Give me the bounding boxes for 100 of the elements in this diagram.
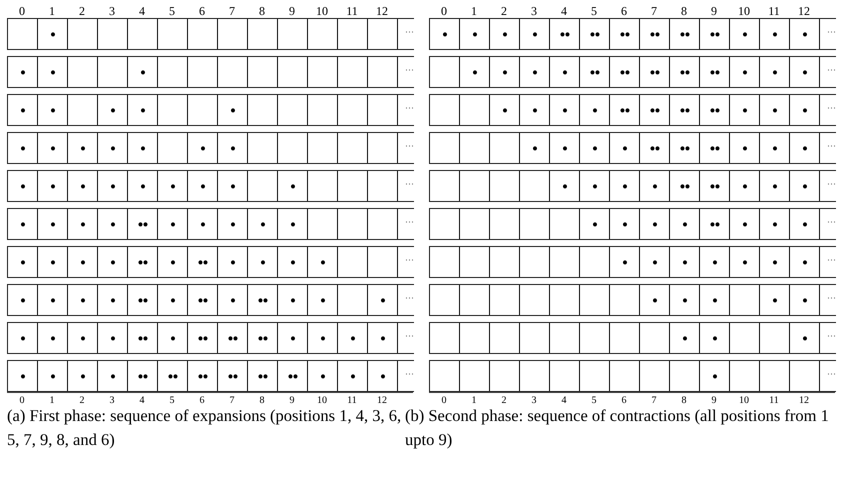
dot-marks: •: [80, 216, 85, 232]
dot-marks: •: [50, 140, 55, 156]
dot-marks: ••: [168, 368, 178, 384]
dot-marks: ••: [198, 330, 208, 346]
dot-marks: ••: [650, 64, 660, 80]
ellipsis: ···: [405, 370, 414, 379]
column-number: 2: [78, 5, 86, 17]
dot-marks: •: [772, 102, 777, 118]
ellipsis: ···: [827, 180, 836, 189]
dot-marks: •: [592, 140, 597, 156]
dot-marks: •: [802, 178, 807, 194]
dot-marks: •: [472, 64, 477, 80]
dot-marks: •: [802, 254, 807, 270]
column-number: 9: [288, 5, 296, 17]
column-number: 9: [710, 5, 718, 17]
dot-marks: •: [260, 254, 265, 270]
column-number: 1: [48, 396, 56, 406]
dot-marks: ••: [710, 64, 720, 80]
dot-marks: ••: [258, 330, 268, 346]
dot-marks: •: [20, 254, 25, 270]
dot-marks: •: [532, 26, 537, 42]
column-number: 7: [228, 5, 236, 17]
dot-marks: •: [532, 64, 537, 80]
dot-marks: •: [290, 216, 295, 232]
dot-marks: •: [20, 292, 25, 308]
dot-marks: •: [742, 64, 747, 80]
figure-caption: (b) Second phase: sequence of contractions (all positions from 1 upto 9): [405, 405, 830, 451]
column-number: 11: [346, 396, 358, 406]
dot-marks: •: [80, 254, 85, 270]
dot-marks: •: [140, 178, 145, 194]
column-number: 1: [48, 5, 56, 17]
dot-marks: •: [622, 178, 627, 194]
dot-marks: ••: [228, 330, 238, 346]
dot-marks: ••: [288, 368, 298, 384]
column-number: 12: [798, 396, 810, 406]
dot-marks: ••: [620, 102, 630, 118]
dot-marks: •: [742, 216, 747, 232]
column-number: 11: [768, 396, 780, 406]
dot-marks: ••: [560, 26, 570, 42]
dot-marks: •: [622, 254, 627, 270]
dot-marks: •: [742, 26, 747, 42]
dot-marks: •: [652, 254, 657, 270]
dot-marks: •: [110, 368, 115, 384]
dot-marks: •: [802, 26, 807, 42]
dot-marks: •: [320, 330, 325, 346]
dot-marks: •: [20, 178, 25, 194]
dot-marks: •: [562, 102, 567, 118]
dot-marks: •: [170, 254, 175, 270]
dot-marks: ••: [680, 64, 690, 80]
dot-marks: •: [80, 368, 85, 384]
dot-marks: ••: [710, 178, 720, 194]
dot-marks: •: [20, 64, 25, 80]
column-number: 6: [620, 5, 628, 17]
dot-marks: •: [50, 178, 55, 194]
dot-marks: ••: [228, 368, 238, 384]
dot-marks: ••: [138, 368, 148, 384]
dot-marks: •: [20, 102, 25, 118]
ellipsis: ···: [827, 28, 836, 37]
ellipsis: ···: [827, 370, 836, 379]
dot-marks: •: [592, 102, 597, 118]
ellipsis: ···: [405, 28, 414, 37]
dot-marks: •: [532, 140, 537, 156]
dot-marks: •: [380, 330, 385, 346]
column-number: 7: [650, 5, 658, 17]
column-number: 12: [797, 5, 811, 17]
dot-marks: •: [532, 102, 537, 118]
dot-marks: •: [772, 178, 777, 194]
dot-marks: •: [290, 178, 295, 194]
dot-marks: •: [622, 140, 627, 156]
dot-marks: •: [140, 102, 145, 118]
dot-marks: •: [80, 292, 85, 308]
ellipsis: ···: [405, 256, 414, 265]
dot-marks: ••: [650, 102, 660, 118]
column-number: 8: [680, 5, 688, 17]
dot-marks: •: [502, 26, 507, 42]
dot-marks: ••: [680, 102, 690, 118]
dot-marks: ••: [590, 26, 600, 42]
dot-marks: •: [110, 102, 115, 118]
ellipsis: ···: [405, 218, 414, 227]
column-number: 4: [138, 5, 146, 17]
ellipsis: ···: [405, 294, 414, 303]
dot-marks: •: [320, 292, 325, 308]
dot-marks: •: [230, 140, 235, 156]
column-number: 0: [440, 5, 448, 17]
column-number: 3: [108, 5, 116, 17]
column-number: 10: [315, 5, 329, 17]
column-number: 7: [650, 396, 658, 406]
dot-marks: •: [50, 26, 55, 42]
dot-marks: ••: [198, 368, 208, 384]
column-number: 4: [138, 396, 146, 406]
column-number: 2: [78, 396, 86, 406]
dot-marks: •: [802, 292, 807, 308]
dot-marks: •: [80, 330, 85, 346]
dot-marks: ••: [198, 292, 208, 308]
dot-marks: •: [50, 64, 55, 80]
dot-marks: •: [592, 216, 597, 232]
dot-marks: •: [772, 26, 777, 42]
dot-marks: •: [712, 254, 717, 270]
dot-marks: •: [20, 368, 25, 384]
dot-marks: •: [802, 140, 807, 156]
